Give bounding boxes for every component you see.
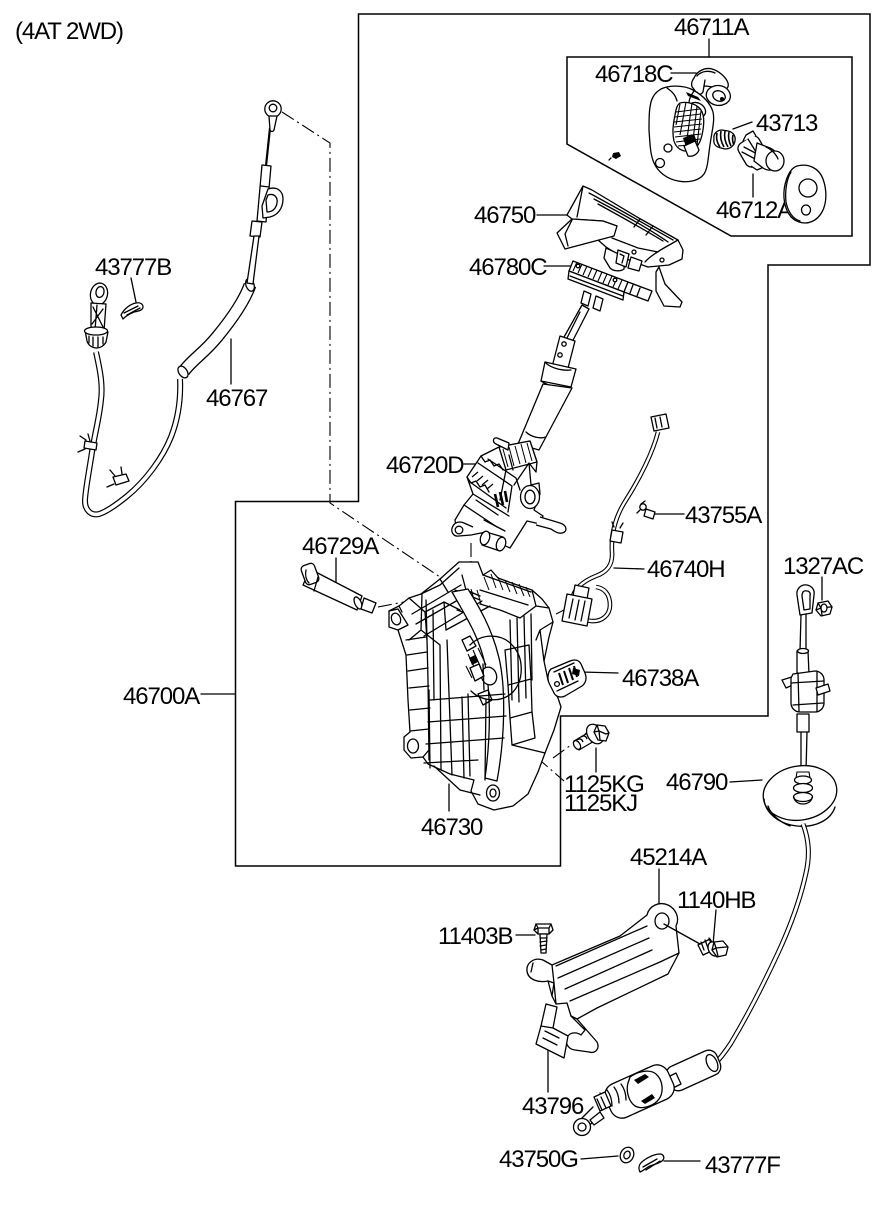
svg-text:46730: 46730 <box>421 814 483 841</box>
svg-text:1125KJ: 1125KJ <box>564 790 637 817</box>
svg-text:46767: 46767 <box>206 385 268 412</box>
svg-text:43750G: 43750G <box>499 1146 578 1173</box>
svg-text:46729A: 46729A <box>302 533 379 560</box>
svg-text:46740H: 46740H <box>647 556 724 583</box>
svg-text:45214A: 45214A <box>630 844 707 871</box>
svg-text:46712A: 46712A <box>716 197 793 224</box>
svg-text:46738A: 46738A <box>622 665 699 692</box>
svg-text:(4AT 2WD): (4AT 2WD) <box>15 18 123 45</box>
svg-text:1125KG: 1125KG <box>564 771 644 798</box>
svg-text:46780C: 46780C <box>469 254 547 281</box>
svg-text:43713: 43713 <box>756 110 818 137</box>
svg-text:46700A: 46700A <box>123 683 200 710</box>
svg-text:43777F: 43777F <box>705 1152 780 1179</box>
svg-text:46711A: 46711A <box>674 14 749 41</box>
svg-text:1327AC: 1327AC <box>783 553 864 580</box>
svg-text:43777B: 43777B <box>95 254 171 281</box>
svg-text:11403B: 11403B <box>438 923 512 950</box>
svg-text:43796: 43796 <box>522 1093 584 1120</box>
svg-text:46790: 46790 <box>666 769 728 796</box>
svg-text:1140HB: 1140HB <box>677 887 755 914</box>
svg-text:43755A: 43755A <box>685 502 762 529</box>
svg-text:46720D: 46720D <box>386 452 464 479</box>
svg-text:46718C: 46718C <box>595 61 673 88</box>
svg-text:46750: 46750 <box>474 202 536 229</box>
